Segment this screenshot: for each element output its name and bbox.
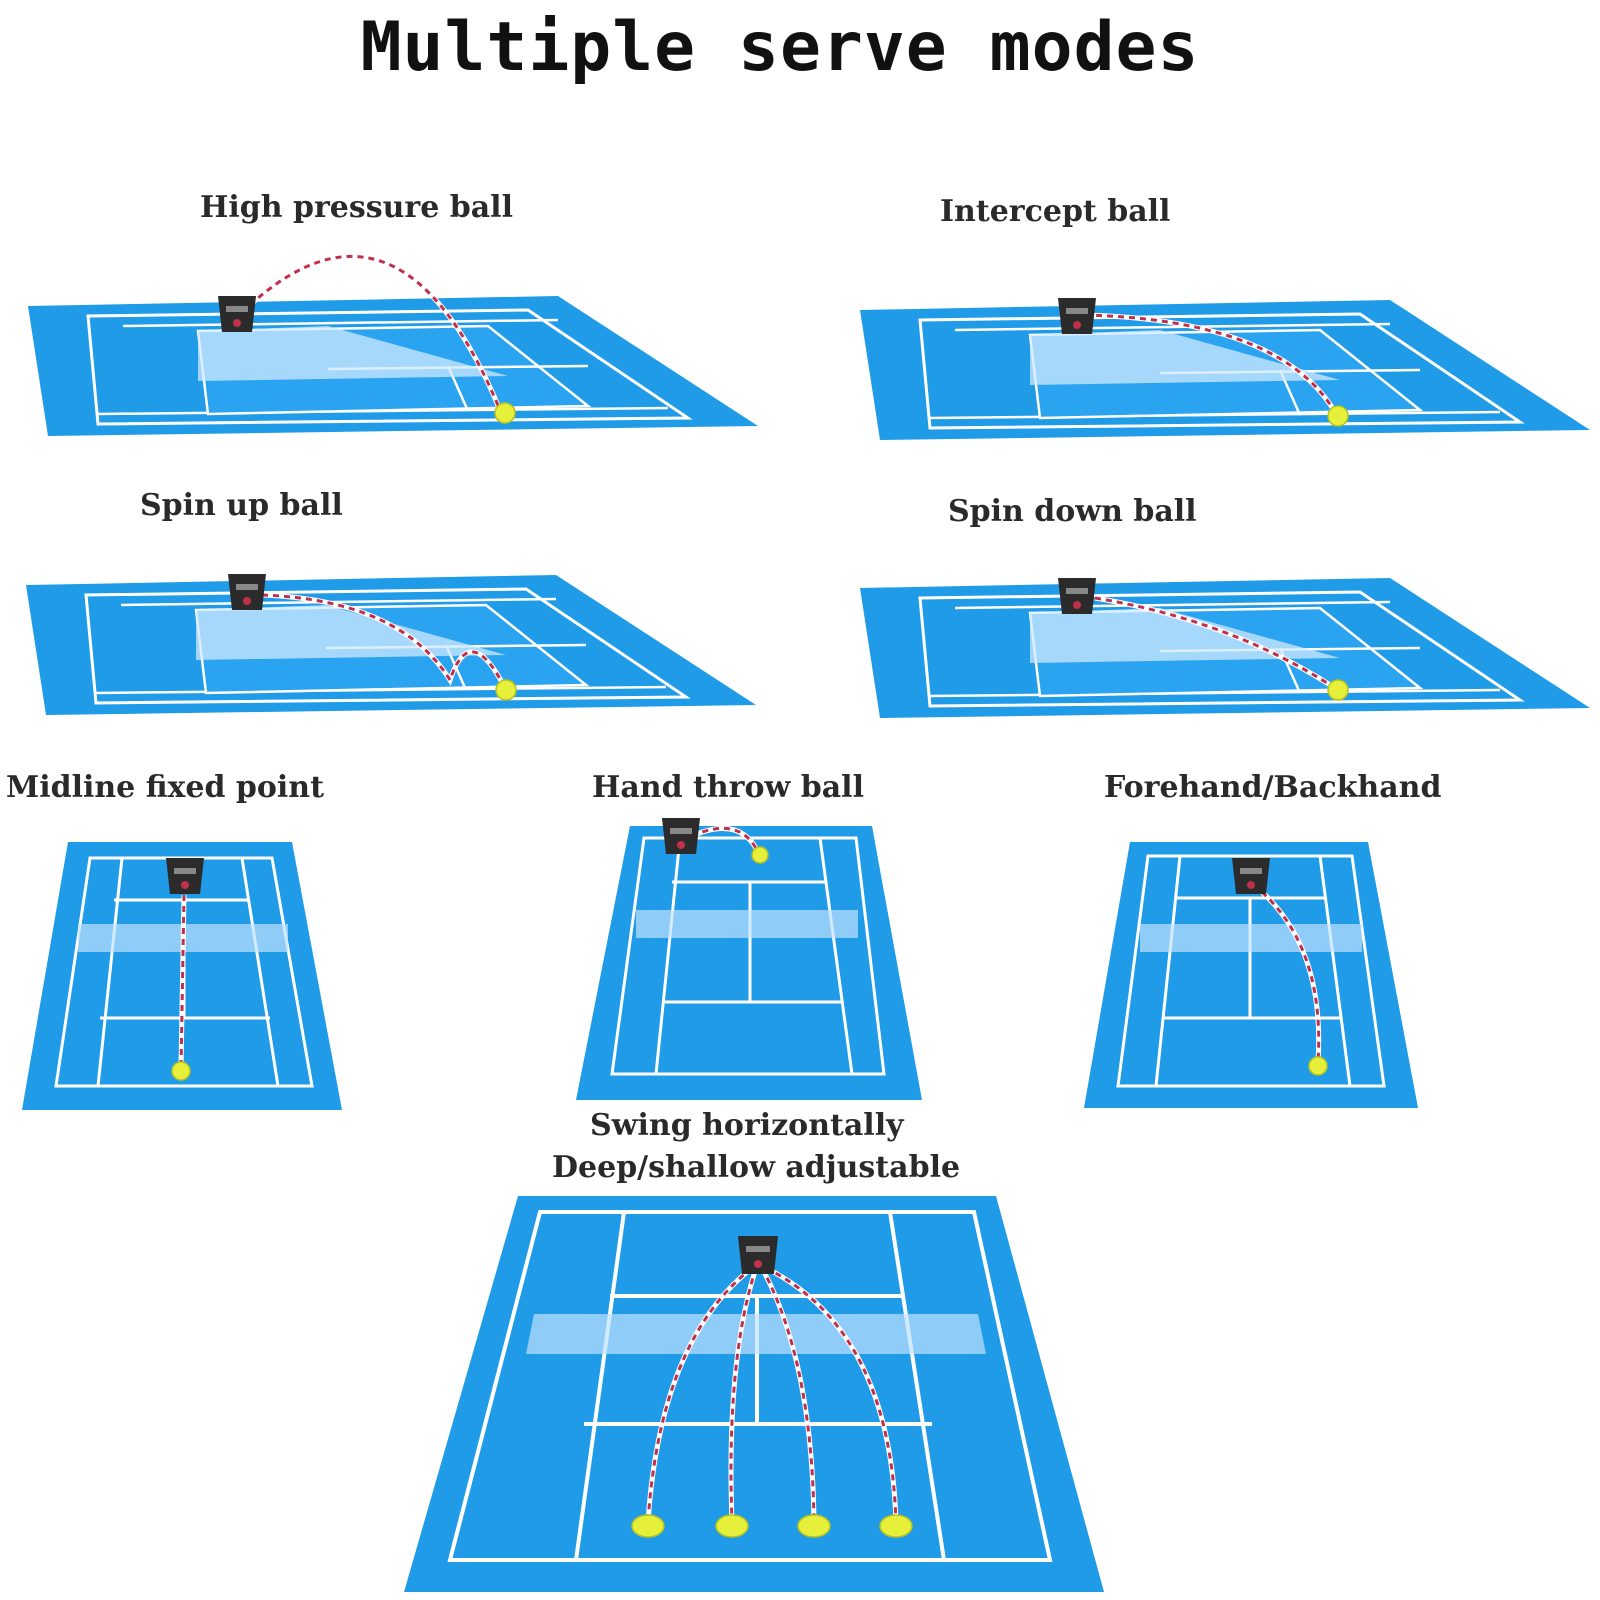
tennis-ball-icon <box>1327 679 1349 701</box>
ball-machine-icon <box>1058 578 1096 614</box>
page-title: Multiple serve modes <box>360 8 1200 87</box>
ball-machine-icon <box>166 858 204 894</box>
label-swing-line1: Swing horizontally <box>590 1108 904 1143</box>
label-spin-up: Spin up ball <box>140 488 343 523</box>
tennis-ball-icon <box>631 1514 665 1538</box>
court-swing <box>404 1196 1104 1592</box>
label-high-pressure: High pressure ball <box>200 190 513 225</box>
label-swing-line2: Deep/shallow adjustable <box>552 1150 961 1185</box>
trajectory-midline <box>178 894 187 1069</box>
court-intercept <box>858 298 1592 442</box>
tennis-ball-icon <box>1327 405 1349 427</box>
tennis-ball-icon <box>715 1514 749 1538</box>
label-hand-throw: Hand throw ball <box>592 770 864 805</box>
ball-machine-icon <box>1232 858 1270 894</box>
court-spin-up <box>24 573 758 717</box>
trajectory-forehand-backhand <box>1260 890 1322 1063</box>
trajectory-spin-up <box>261 592 508 690</box>
tennis-ball-icon <box>171 1061 191 1081</box>
label-forehand-backhand: Forehand/Backhand <box>1104 770 1442 805</box>
ball-machine-icon <box>662 818 700 854</box>
tennis-ball-icon <box>494 402 516 424</box>
ball-machine-icon <box>738 1236 778 1274</box>
label-spin-down: Spin down ball <box>948 494 1197 529</box>
tennis-ball-icon <box>495 679 517 701</box>
court-high-pressure <box>26 294 760 438</box>
tennis-ball-icon <box>879 1514 913 1538</box>
ball-machine-icon <box>218 296 256 332</box>
trajectory-hand-throw <box>690 825 761 854</box>
tennis-ball-icon <box>1308 1056 1328 1076</box>
trajectory-high-pressure <box>248 253 503 411</box>
court-spin-down <box>858 576 1592 720</box>
court-hand-throw <box>576 826 922 1100</box>
tennis-ball-icon <box>751 846 769 864</box>
court-forehand-backhand <box>1084 842 1418 1108</box>
trajectory-swing <box>645 1265 899 1523</box>
ball-machine-icon <box>228 574 266 610</box>
label-intercept: Intercept ball <box>940 194 1171 229</box>
tennis-ball-icon <box>797 1514 831 1538</box>
trajectory-spin-down <box>1094 595 1337 691</box>
ball-machine-icon <box>1058 298 1096 334</box>
label-midline: Midline fixed point <box>6 770 324 805</box>
trajectory-intercept <box>1084 312 1338 414</box>
